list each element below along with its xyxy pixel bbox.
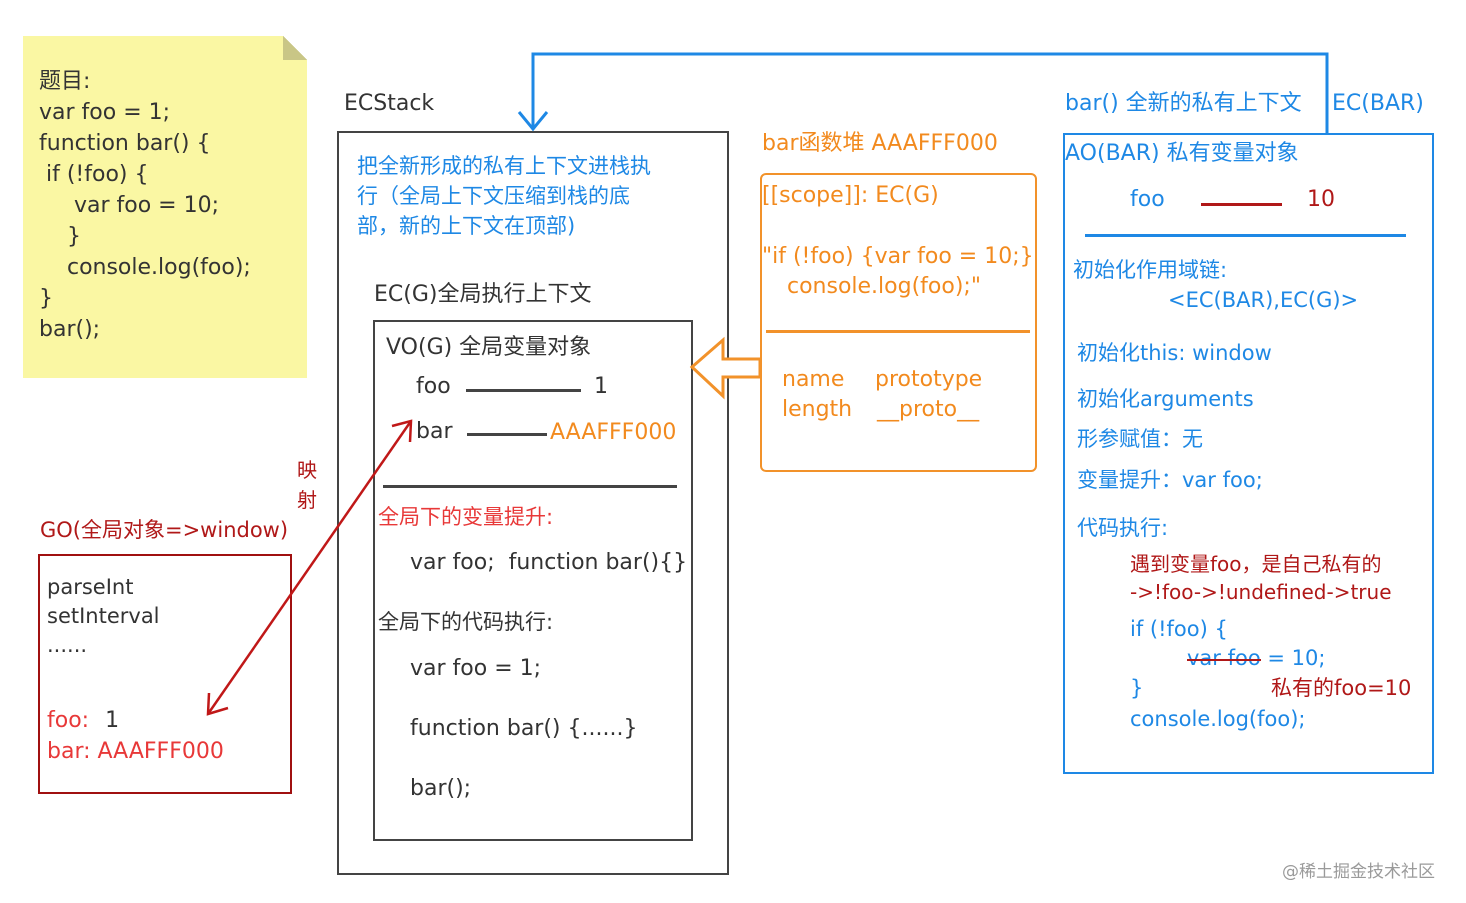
struck-text: var foo bbox=[1187, 646, 1261, 670]
scope-chain-title: 初始化作用域链: bbox=[1073, 258, 1228, 282]
go-builtin: parseInt bbox=[47, 575, 134, 599]
note-line: } bbox=[39, 286, 53, 311]
param-assign: 形参赋值：无 bbox=[1077, 427, 1203, 451]
function-heap-box bbox=[760, 173, 1037, 472]
ecbar-caption: bar() 全新的私有上下文 bbox=[1065, 91, 1302, 116]
exec-note: 遇到变量foo，是自己私有的 bbox=[1130, 552, 1382, 576]
vo-var-name: foo bbox=[416, 374, 451, 399]
note-line: 题目: bbox=[39, 69, 91, 94]
heap-prop: length bbox=[782, 397, 853, 422]
ao-title: AO(BAR) 私有变量对象 bbox=[1065, 141, 1299, 166]
hoist-code: var foo; function bar(){} bbox=[410, 550, 688, 575]
ecbar-label: EC(BAR) bbox=[1332, 91, 1424, 116]
go-title: GO(全局对象=>window) bbox=[40, 518, 289, 542]
binding-line bbox=[466, 389, 581, 392]
heap-prop: name bbox=[782, 367, 845, 392]
push-note-line: 行（全局上下文压缩到栈的底 bbox=[357, 184, 630, 208]
assign-text: = 10; bbox=[1260, 646, 1326, 670]
strike-line bbox=[1187, 658, 1261, 661]
mapping-label: 射 bbox=[297, 488, 317, 512]
note-line: } bbox=[39, 224, 81, 249]
divider bbox=[383, 485, 677, 488]
question-code: 题目: var foo = 1; function bar() { if (!f… bbox=[39, 66, 251, 345]
mapping-label: 映 bbox=[297, 458, 317, 482]
heap-code-line: "if (!foo) {var foo = 10;} bbox=[762, 244, 1034, 269]
vo-var-value: 1 bbox=[594, 374, 608, 399]
heap-title: bar函数堆 AAAFFF000 bbox=[762, 131, 998, 156]
note-line: var foo = 10; bbox=[39, 193, 219, 218]
go-bar-entry: bar: AAAFFF000 bbox=[47, 739, 224, 764]
ecstack-title: ECStack bbox=[344, 91, 435, 116]
binding-line bbox=[467, 433, 547, 436]
go-builtin: ...... bbox=[47, 633, 88, 657]
note-line: var foo = 1; bbox=[39, 100, 171, 125]
push-note-line: 部，新的上下文在顶部) bbox=[357, 214, 576, 238]
watermark: @稀土掘金技术社区 bbox=[1282, 862, 1435, 882]
heap-prop: __proto__ bbox=[877, 397, 980, 422]
ao-var-name: foo bbox=[1130, 187, 1165, 212]
go-foo-value: 1 bbox=[105, 708, 120, 733]
divider bbox=[1085, 234, 1406, 237]
code-line: if (!foo) { bbox=[1130, 617, 1228, 641]
go-foo-label: foo: bbox=[47, 708, 90, 733]
note-corner-fold bbox=[283, 36, 307, 60]
exec-line: bar(); bbox=[410, 776, 472, 801]
exec-line: function bar() {......} bbox=[410, 716, 638, 741]
note-line: console.log(foo); bbox=[39, 255, 251, 280]
question-sticky-note: 题目: var foo = 1; function bar() { if (!f… bbox=[23, 36, 307, 378]
exec-note: ->!foo->!undefined->true bbox=[1130, 580, 1392, 604]
struck-declaration: var foo bbox=[1187, 643, 1261, 673]
note-line: bar(); bbox=[39, 317, 101, 342]
note-line: function bar() { bbox=[39, 131, 211, 156]
vo-title: VO(G) 全局变量对象 bbox=[386, 335, 592, 360]
go-foo-entry: foo: 1 bbox=[47, 706, 119, 736]
exec-title: 全局下的代码执行: bbox=[378, 610, 554, 634]
push-note-line: 把全新形成的私有上下文进栈执 bbox=[357, 154, 651, 178]
hoisting: 变量提升：var foo; bbox=[1077, 468, 1263, 492]
code-line: } bbox=[1130, 676, 1144, 700]
heap-code-line: console.log(foo);" bbox=[766, 274, 981, 299]
heap-prop: prototype bbox=[875, 367, 983, 392]
code-line: console.log(foo); bbox=[1130, 707, 1306, 731]
exec-line: var foo = 1; bbox=[410, 656, 542, 681]
heap-scope: [[scope]]: EC(G) bbox=[762, 183, 939, 208]
note-line: if (!foo) { bbox=[39, 162, 149, 187]
code-line: var foo = 10; bbox=[1187, 643, 1325, 673]
push-arrow-head bbox=[517, 111, 549, 132]
private-foo-note: 私有的foo=10 bbox=[1271, 676, 1412, 700]
vo-var-name: bar bbox=[416, 419, 453, 444]
hoist-title: 全局下的变量提升: bbox=[378, 505, 554, 529]
divider bbox=[766, 330, 1030, 333]
ao-var-value: 10 bbox=[1307, 187, 1335, 212]
init-arguments: 初始化arguments bbox=[1077, 387, 1254, 411]
go-builtin: setInterval bbox=[47, 604, 160, 628]
ecg-title: EC(G)全局执行上下文 bbox=[374, 282, 592, 307]
init-this: 初始化this: window bbox=[1077, 341, 1272, 365]
ecbar-context-box bbox=[1063, 133, 1434, 774]
exec-title: 代码执行: bbox=[1077, 516, 1169, 540]
scope-chain-value: <EC(BAR),EC(G)> bbox=[1168, 288, 1359, 312]
binding-line bbox=[1201, 203, 1282, 206]
vo-var-value: AAAFFF000 bbox=[550, 420, 677, 445]
